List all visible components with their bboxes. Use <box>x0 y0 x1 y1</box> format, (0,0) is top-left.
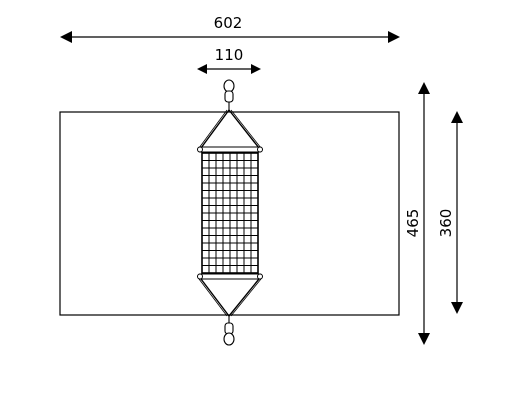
frame-height-label: 360 <box>437 209 455 238</box>
arrowhead-up <box>418 82 430 94</box>
arrowhead-right <box>251 64 261 74</box>
overall-width-label: 602 <box>214 14 243 32</box>
bottom-rope-triangle <box>198 278 262 317</box>
dimension-frame-height: 360 <box>437 111 463 314</box>
arrowhead-down <box>418 333 430 345</box>
dimension-overall-height: 465 <box>404 82 430 345</box>
arrowhead-right <box>388 31 400 43</box>
overall-height-label: 465 <box>404 209 422 238</box>
top-bar <box>197 146 263 153</box>
dimension-overall-width: 602 <box>60 14 400 43</box>
arrowhead-up <box>451 111 463 123</box>
top-rope-triangle <box>198 109 262 149</box>
arrowhead-down <box>451 302 463 314</box>
climbing-net <box>197 79 263 346</box>
net-width-label: 110 <box>215 46 244 64</box>
net-mesh <box>201 152 259 274</box>
bottom-bar <box>197 273 263 280</box>
top-anchor <box>223 79 235 110</box>
arrowhead-left <box>197 64 207 74</box>
arrowhead-left <box>60 31 72 43</box>
bottom-anchor <box>223 316 235 346</box>
dimension-net-width: 110 <box>197 46 261 74</box>
